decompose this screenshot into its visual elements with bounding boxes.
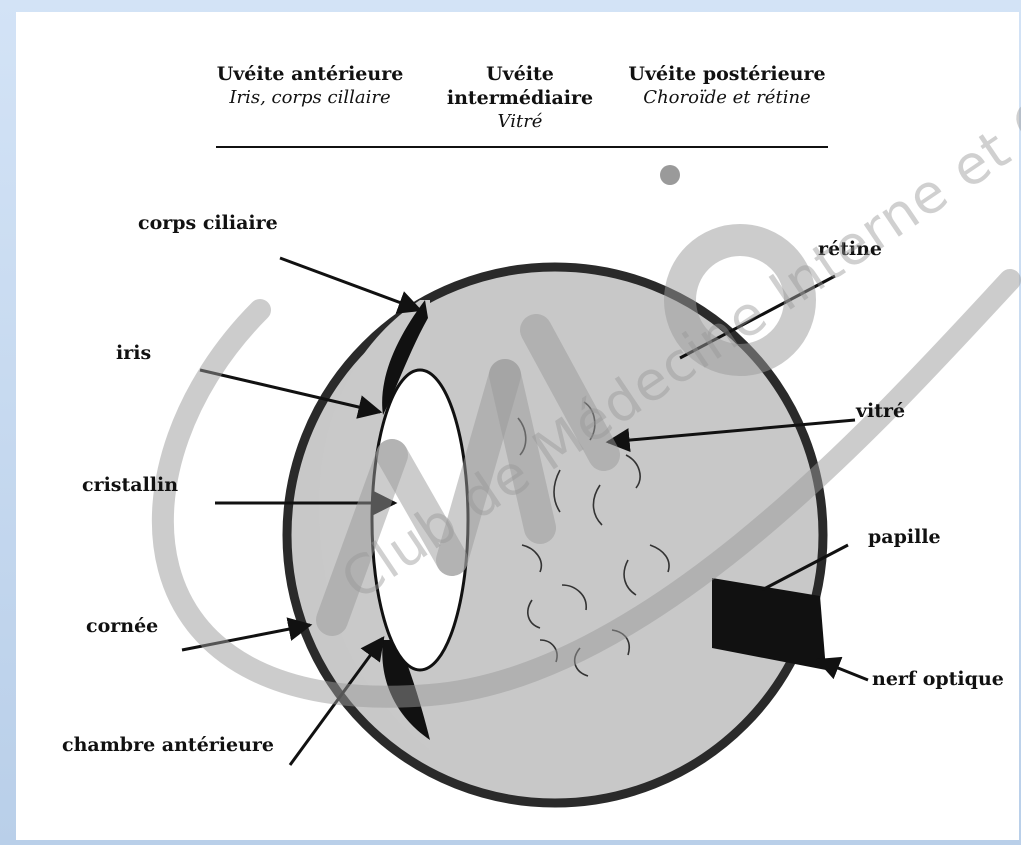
label-cornee: cornée [86,615,158,637]
label-papille: papille [868,526,941,548]
arrow-nerf-optique [818,660,868,680]
arrow-corps-ciliaire [280,258,420,310]
label-iris: iris [116,342,151,364]
label-chambre-anterieure: chambre antérieure [62,734,274,756]
label-nerf-optique: nerf optique [872,668,1004,690]
label-corps-ciliaire: corps ciliaire [138,212,278,234]
label-vitre: vitré [856,400,905,422]
label-cristallin: cristallin [82,474,178,496]
watermark-dot [660,165,680,185]
